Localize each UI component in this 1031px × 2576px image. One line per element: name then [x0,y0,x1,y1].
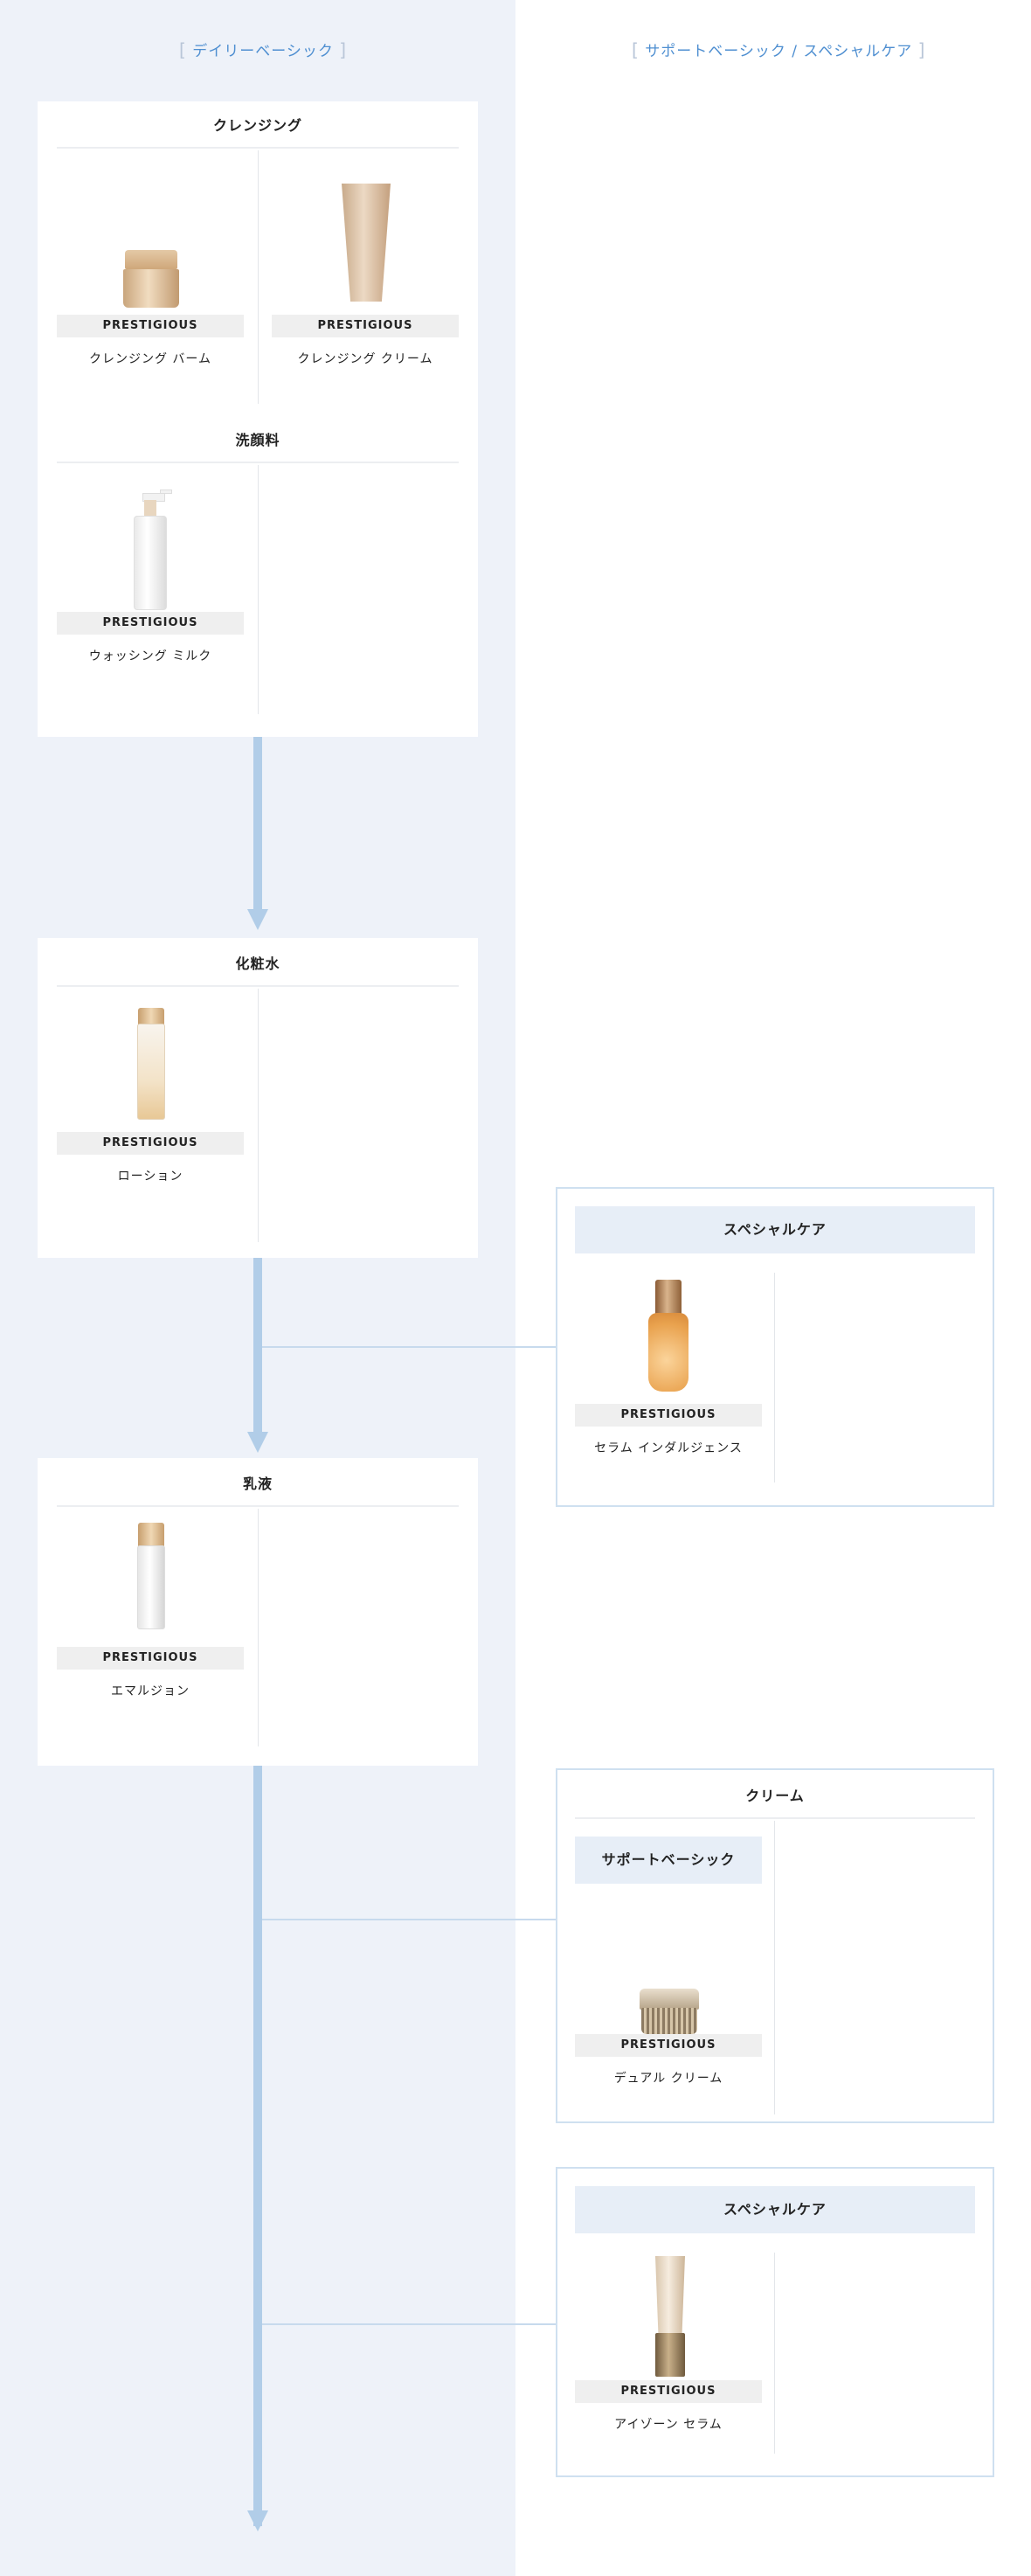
product-name: ウォッシング ミルク [88,649,212,663]
section-title: 洗顔料 [57,428,459,463]
section-title: クレンジング [57,114,459,149]
column-divider [774,1273,775,1482]
bracket-close: ] [339,39,348,60]
brand-label: PRESTIGIOUS [57,315,244,337]
flow-arrow-head [247,909,268,930]
flow-arrow-line [253,737,262,920]
brand-label: PRESTIGIOUS [575,1404,762,1427]
connector-line [262,2323,556,2325]
cream-card: クリーム サポートベーシック PRESTIGIOUS デュアル クリーム [556,1768,994,2123]
connector-line [262,1919,556,1920]
product-card[interactable]: PRESTIGIOUS エマルジョン [57,1516,244,1699]
bracket-close: ] [917,39,926,60]
emulsion-card: 乳液 PRESTIGIOUS エマルジョン [38,1458,478,1766]
column-divider [258,989,259,1242]
product-card[interactable]: PRESTIGIOUS セラム インダルジェンス [575,1273,762,1456]
washing-milk-pump-bottle-image [57,481,244,612]
flow-arrow-line [253,1258,262,1433]
section-title: クリーム [575,1784,975,1819]
section-title: 化粧水 [57,952,459,987]
flow-arrow-head [247,2510,268,2531]
product-card[interactable]: PRESTIGIOUS ウォッシング ミルク [57,481,244,664]
column-divider [258,1509,259,1746]
cleansing-balm-jar-image [57,184,244,315]
lotion-bottle-image [57,1001,244,1132]
product-card[interactable]: PRESTIGIOUS クレンジング クリーム [272,184,459,367]
lotion-card: 化粧水 PRESTIGIOUS ローション [38,938,478,1258]
column-divider [258,150,259,404]
flow-arrow-line [253,1766,262,2526]
cleansing-card: クレンジング PRESTIGIOUS クレンジング バーム PRESTIGIOU… [38,101,478,737]
brand-label: PRESTIGIOUS [57,612,244,635]
special-care-band: スペシャルケア [575,1206,975,1253]
support-special-heading-label: サポートベーシック / スペシャルケア [645,43,913,60]
daily-basic-heading: [ デイリーベーシック ] [179,38,347,60]
eye-serum-tube-image [575,2249,762,2380]
brand-label: PRESTIGIOUS [57,1647,244,1670]
column-divider [774,2253,775,2454]
section-title: 乳液 [57,1472,459,1507]
connector-line [262,1346,556,1348]
brand-label: PRESTIGIOUS [575,2380,762,2403]
product-card[interactable]: PRESTIGIOUS クレンジング バーム [57,184,244,367]
brand-label: PRESTIGIOUS [575,2034,762,2057]
product-name: クレンジング バーム [88,352,212,366]
product-name: エマルジョン [111,1684,190,1698]
flow-arrow-head [247,1432,268,1453]
column-divider [258,465,259,714]
cleansing-cream-tube-image [272,184,459,315]
product-name: アイゾーン セラム [614,2418,723,2432]
product-name: ローション [117,1170,183,1184]
product-name: セラム インダルジェンス [594,1441,743,1455]
bracket-open: [ [632,39,640,60]
special-care-card: スペシャルケア PRESTIGIOUS アイゾーン セラム [556,2167,994,2477]
bracket-open: [ [179,39,187,60]
special-care-card: スペシャルケア PRESTIGIOUS セラム インダルジェンス [556,1187,994,1507]
column-divider [774,1821,775,2114]
special-care-band: スペシャルケア [575,2186,975,2233]
product-name: クレンジング クリーム [297,352,433,366]
brand-label: PRESTIGIOUS [272,315,459,337]
emulsion-bottle-image [57,1516,244,1647]
brand-label: PRESTIGIOUS [57,1132,244,1155]
product-card[interactable]: PRESTIGIOUS デュアル クリーム [575,1903,762,2086]
product-name: デュアル クリーム [613,2072,723,2086]
serum-bottle-image [575,1273,762,1404]
support-basic-band: サポートベーシック [575,1837,762,1884]
product-card[interactable]: PRESTIGIOUS ローション [57,1001,244,1184]
cream-jar-image [575,1903,762,2034]
product-card[interactable]: PRESTIGIOUS アイゾーン セラム [575,2249,762,2433]
daily-basic-heading-label: デイリーベーシック [192,43,334,60]
support-special-heading: [ サポートベーシック / スペシャルケア ] [632,38,925,60]
